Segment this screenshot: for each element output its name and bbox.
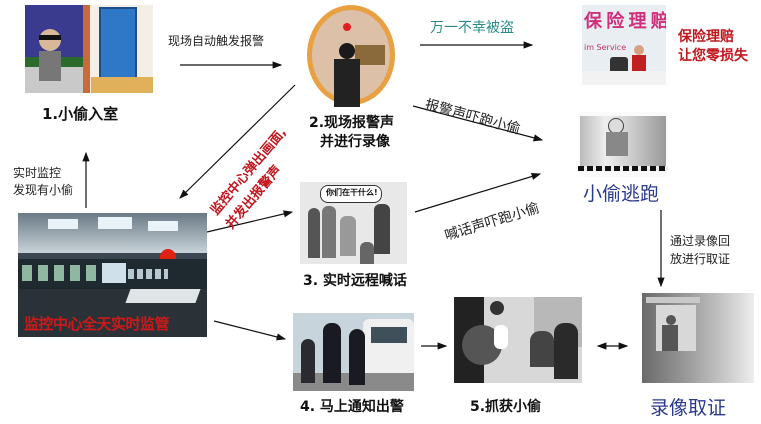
remote-shouting-image: 你们在干什么! <box>300 182 407 264</box>
speech-bubble-text: 你们在干什么! <box>326 188 378 197</box>
playback-line1: 通过录像回 <box>670 234 731 248</box>
insurance-service-image: 保 险 理 赔 im Service <box>582 5 666 85</box>
alarm-sensor-image <box>307 5 395 107</box>
realtime-monitor-line2: 发现有小偷 <box>13 183 74 197</box>
alarm-flash-icon <box>343 23 351 31</box>
monitor-center-caption: 监控中心全天实时监管 <box>24 315 170 333</box>
thief-escape-image <box>578 112 668 177</box>
insurance-sign-text: 保 险 理 赔 <box>584 11 666 32</box>
insurance-sign-subtext: im Service <box>584 43 627 52</box>
insurance-line1: 保险理赔 <box>678 29 734 45</box>
playback-line2: 放进行取证 <box>670 252 731 266</box>
thief-escape-label: 小偷逃跑 <box>583 183 660 205</box>
if-stolen-label: 万一不幸被盗 <box>430 20 514 36</box>
thief-caught-image <box>454 297 582 383</box>
insurance-line2: 让您零损失 <box>678 48 748 64</box>
evidence-label: 录像取证 <box>650 397 727 419</box>
step1-label: 1.小偷入室 <box>42 105 119 123</box>
step4-label: 4. 马上通知出警 <box>300 399 404 415</box>
realtime-monitor-line1: 实时监控 <box>13 166 62 180</box>
auto-alarm-label: 现场自动触发报警 <box>168 34 265 48</box>
step2-label-line1: 2.现场报警声 <box>309 115 395 131</box>
thief-entering-image <box>25 5 153 93</box>
monitoring-center-image: 监控中心全天实时监管 <box>18 213 207 337</box>
step3-label: 3. 实时远程喊话 <box>303 273 407 289</box>
cctv-footage-image <box>642 293 754 383</box>
police-dispatch-image <box>293 313 414 391</box>
step2-label-line2: 并进行录像 <box>320 134 390 150</box>
step5-label: 5.抓获小偷 <box>470 399 542 415</box>
